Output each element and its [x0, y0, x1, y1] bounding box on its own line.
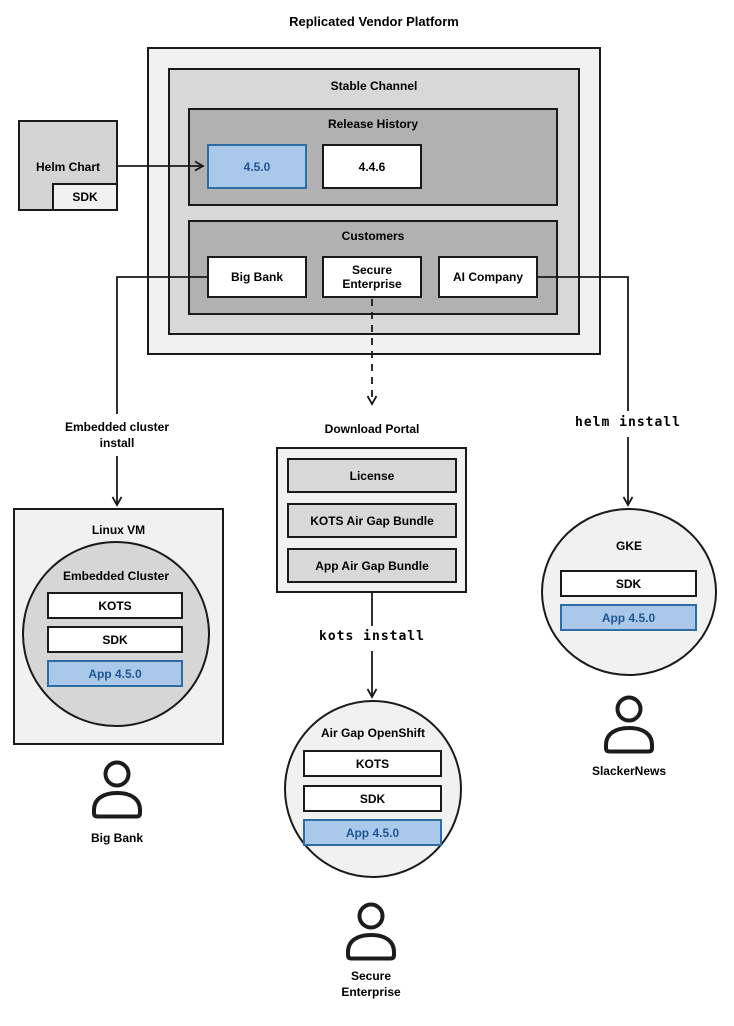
gke-label: GKE	[615, 539, 642, 553]
secure-enterprise-persona-line1: Secure	[350, 969, 392, 983]
slackernews-user-icon	[604, 695, 654, 754]
release-446-box: 4.4.6	[322, 144, 422, 189]
helm-install-command: helm install	[575, 415, 681, 430]
kots-install-command: kots install	[319, 629, 425, 644]
embedded-kots-box: KOTS	[47, 592, 183, 619]
download-portal-label: Download Portal	[324, 422, 420, 436]
embedded-app-box: App 4.5.0	[47, 660, 183, 687]
embedded-cluster-label: Embedded Cluster	[62, 569, 170, 583]
release-450-box: 4.5.0	[207, 144, 307, 189]
big-bank-user-icon	[92, 760, 142, 819]
kots-airgap-bundle-box: KOTS Air Gap Bundle	[287, 503, 457, 538]
customers-label: Customers	[341, 229, 405, 243]
embedded-sdk-box: SDK	[47, 626, 183, 653]
release-history-label: Release History	[327, 117, 419, 131]
stable-channel-label: Stable Channel	[330, 79, 418, 93]
customer-ai-company-box: AI Company	[438, 256, 538, 298]
secure-enterprise-user-icon	[346, 902, 396, 961]
big-bank-persona-label: Big Bank	[90, 831, 143, 845]
openshift-app-box: App 4.5.0	[303, 819, 442, 846]
openshift-sdk-box: SDK	[303, 785, 442, 812]
secure-enterprise-persona-line2: Enterprise	[341, 985, 401, 999]
gke-app-box: App 4.5.0	[560, 604, 697, 631]
secure-enterprise-persona-label: Secure Enterprise	[311, 968, 431, 1000]
customer-big-bank-box: Big Bank	[207, 256, 307, 298]
customer-secure-enterprise-box: Secure Enterprise	[322, 256, 422, 298]
openshift-kots-box: KOTS	[303, 750, 442, 777]
slackernews-persona-label: SlackerNews	[591, 764, 667, 778]
license-box: License	[287, 458, 457, 493]
diagram-title: Replicated Vendor Platform	[289, 14, 459, 29]
gke-sdk-box: SDK	[560, 570, 697, 597]
helm-sdk-box: SDK	[52, 183, 118, 211]
helm-chart-label: Helm Chart	[35, 160, 100, 174]
linux-vm-label: Linux VM	[91, 523, 146, 537]
embedded-install-label: Embedded cluster install	[37, 419, 197, 451]
airgap-openshift-label: Air Gap OpenShift	[320, 726, 425, 740]
embedded-install-line2: install	[99, 436, 135, 450]
embedded-install-line1: Embedded cluster	[64, 420, 170, 434]
app-airgap-bundle-box: App Air Gap Bundle	[287, 548, 457, 583]
